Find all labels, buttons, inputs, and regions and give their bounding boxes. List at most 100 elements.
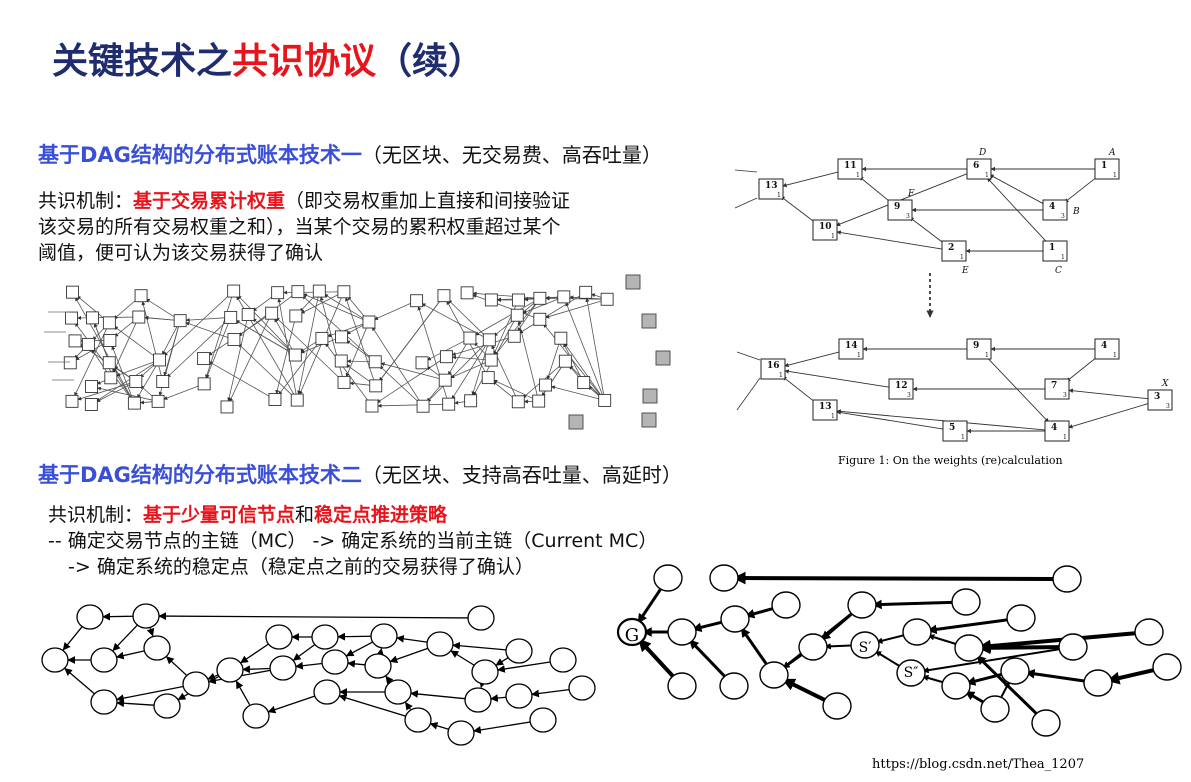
genesis-node xyxy=(616,617,648,647)
tangle-edge xyxy=(237,295,292,351)
tangle-node xyxy=(315,331,329,345)
weight-node xyxy=(966,338,992,360)
weight-node xyxy=(758,178,784,200)
tangle-node xyxy=(463,331,477,345)
section1-highlight: 基于交易累计权重 xyxy=(133,190,286,212)
tangle-node xyxy=(68,334,82,348)
mc-node xyxy=(822,692,852,720)
node-letter: D xyxy=(978,148,986,158)
tangle-node xyxy=(511,395,525,409)
mc-edge xyxy=(1025,669,1085,683)
node-own-weight: 1 xyxy=(985,352,989,359)
tangle-node xyxy=(511,293,525,307)
tangle-edge xyxy=(346,359,370,364)
section2-highlight1: 基于少量可信节点 xyxy=(143,504,296,526)
node-weight: 1 xyxy=(1049,243,1055,253)
mc-edge xyxy=(964,691,984,704)
dag-edge xyxy=(267,695,315,714)
tip-node xyxy=(625,274,641,290)
dag-edge xyxy=(240,643,269,664)
section2-body: 共识机制：基于少量可信节点和稳定点推进策略 -- 确定交易节点的主链（MC） -… xyxy=(48,504,658,578)
mc-node xyxy=(951,588,981,616)
dag-edge xyxy=(497,661,551,673)
dag-edge xyxy=(158,612,469,621)
tangle-node xyxy=(271,286,285,300)
dag-edge xyxy=(345,641,373,657)
dag-node xyxy=(321,649,349,675)
title-highlight: 共识协议 xyxy=(232,41,377,82)
tangle-edge xyxy=(447,343,468,376)
tangle-node xyxy=(289,309,303,323)
tangle-node xyxy=(337,375,351,389)
weight-edge xyxy=(1064,176,1098,203)
tangle-edge xyxy=(252,295,274,312)
dag-node xyxy=(143,635,171,661)
mc-node xyxy=(1058,633,1088,661)
dag-node xyxy=(505,683,533,709)
tangle-edge xyxy=(591,293,602,298)
mc-edge xyxy=(689,639,726,677)
tangle-node xyxy=(81,337,95,351)
tangle-node xyxy=(558,354,572,368)
dag-edge xyxy=(473,721,531,734)
mc-node xyxy=(1000,657,1030,685)
dag-edge xyxy=(112,624,138,652)
tangle-node xyxy=(579,285,593,299)
tangle-edge xyxy=(345,327,368,378)
tangle-edge xyxy=(324,293,365,320)
mc-edge xyxy=(876,634,904,644)
dag-node xyxy=(90,647,118,673)
weight-node xyxy=(838,338,864,360)
node-weight: 9 xyxy=(894,202,900,212)
weight-node xyxy=(837,158,863,180)
tangle-edge xyxy=(77,382,131,401)
dag-node xyxy=(364,653,392,679)
tangle-edge xyxy=(113,365,132,379)
tangle-edge xyxy=(565,302,603,395)
dag-edge xyxy=(146,627,155,637)
dag-node xyxy=(471,659,499,685)
tangle-node xyxy=(65,311,78,325)
weight-node xyxy=(941,240,967,262)
tangle-edge xyxy=(185,321,229,338)
mc-edge xyxy=(637,588,662,624)
tangle-node xyxy=(84,398,98,411)
mc-edge xyxy=(927,634,956,645)
dag-edge xyxy=(396,634,428,643)
node-weight: 14 xyxy=(845,341,858,351)
dag-edge xyxy=(429,722,449,730)
tangle-edge xyxy=(349,381,370,386)
tangle-edge xyxy=(96,383,131,403)
mc-edge xyxy=(1106,668,1154,685)
dag-edge xyxy=(490,694,507,702)
dag-node xyxy=(132,603,160,629)
stable-point-label: S′ xyxy=(859,640,872,656)
mc-node xyxy=(1152,653,1182,681)
tangle-node xyxy=(600,292,614,306)
dag-edge xyxy=(479,679,487,689)
tangle-edge xyxy=(347,296,366,318)
mc-edge xyxy=(922,648,1060,674)
next-stable-label: S″ xyxy=(904,665,919,681)
tangle-dag xyxy=(44,274,671,430)
tangle-edge xyxy=(447,299,486,336)
dag-node xyxy=(426,631,454,657)
figure-caption: Figure 1: On the weights (re)calculation xyxy=(838,454,1063,467)
tangle-edge xyxy=(137,364,157,399)
tangle-node xyxy=(533,291,547,305)
tangle-edge xyxy=(235,320,291,353)
mc-node xyxy=(954,634,984,662)
weight-edge xyxy=(836,409,1046,431)
weight-edge xyxy=(858,176,892,203)
weight-edge xyxy=(780,195,816,224)
tangle-node xyxy=(598,393,612,407)
node-weight: 4 xyxy=(1101,341,1107,351)
node-own-weight: 1 xyxy=(857,352,861,359)
dag-edge xyxy=(292,644,315,661)
tangle-node xyxy=(577,376,591,390)
tangle-node xyxy=(362,315,376,329)
mc-edge xyxy=(781,678,826,702)
tangle-edge xyxy=(300,294,339,314)
mc-edge xyxy=(1000,681,1010,698)
